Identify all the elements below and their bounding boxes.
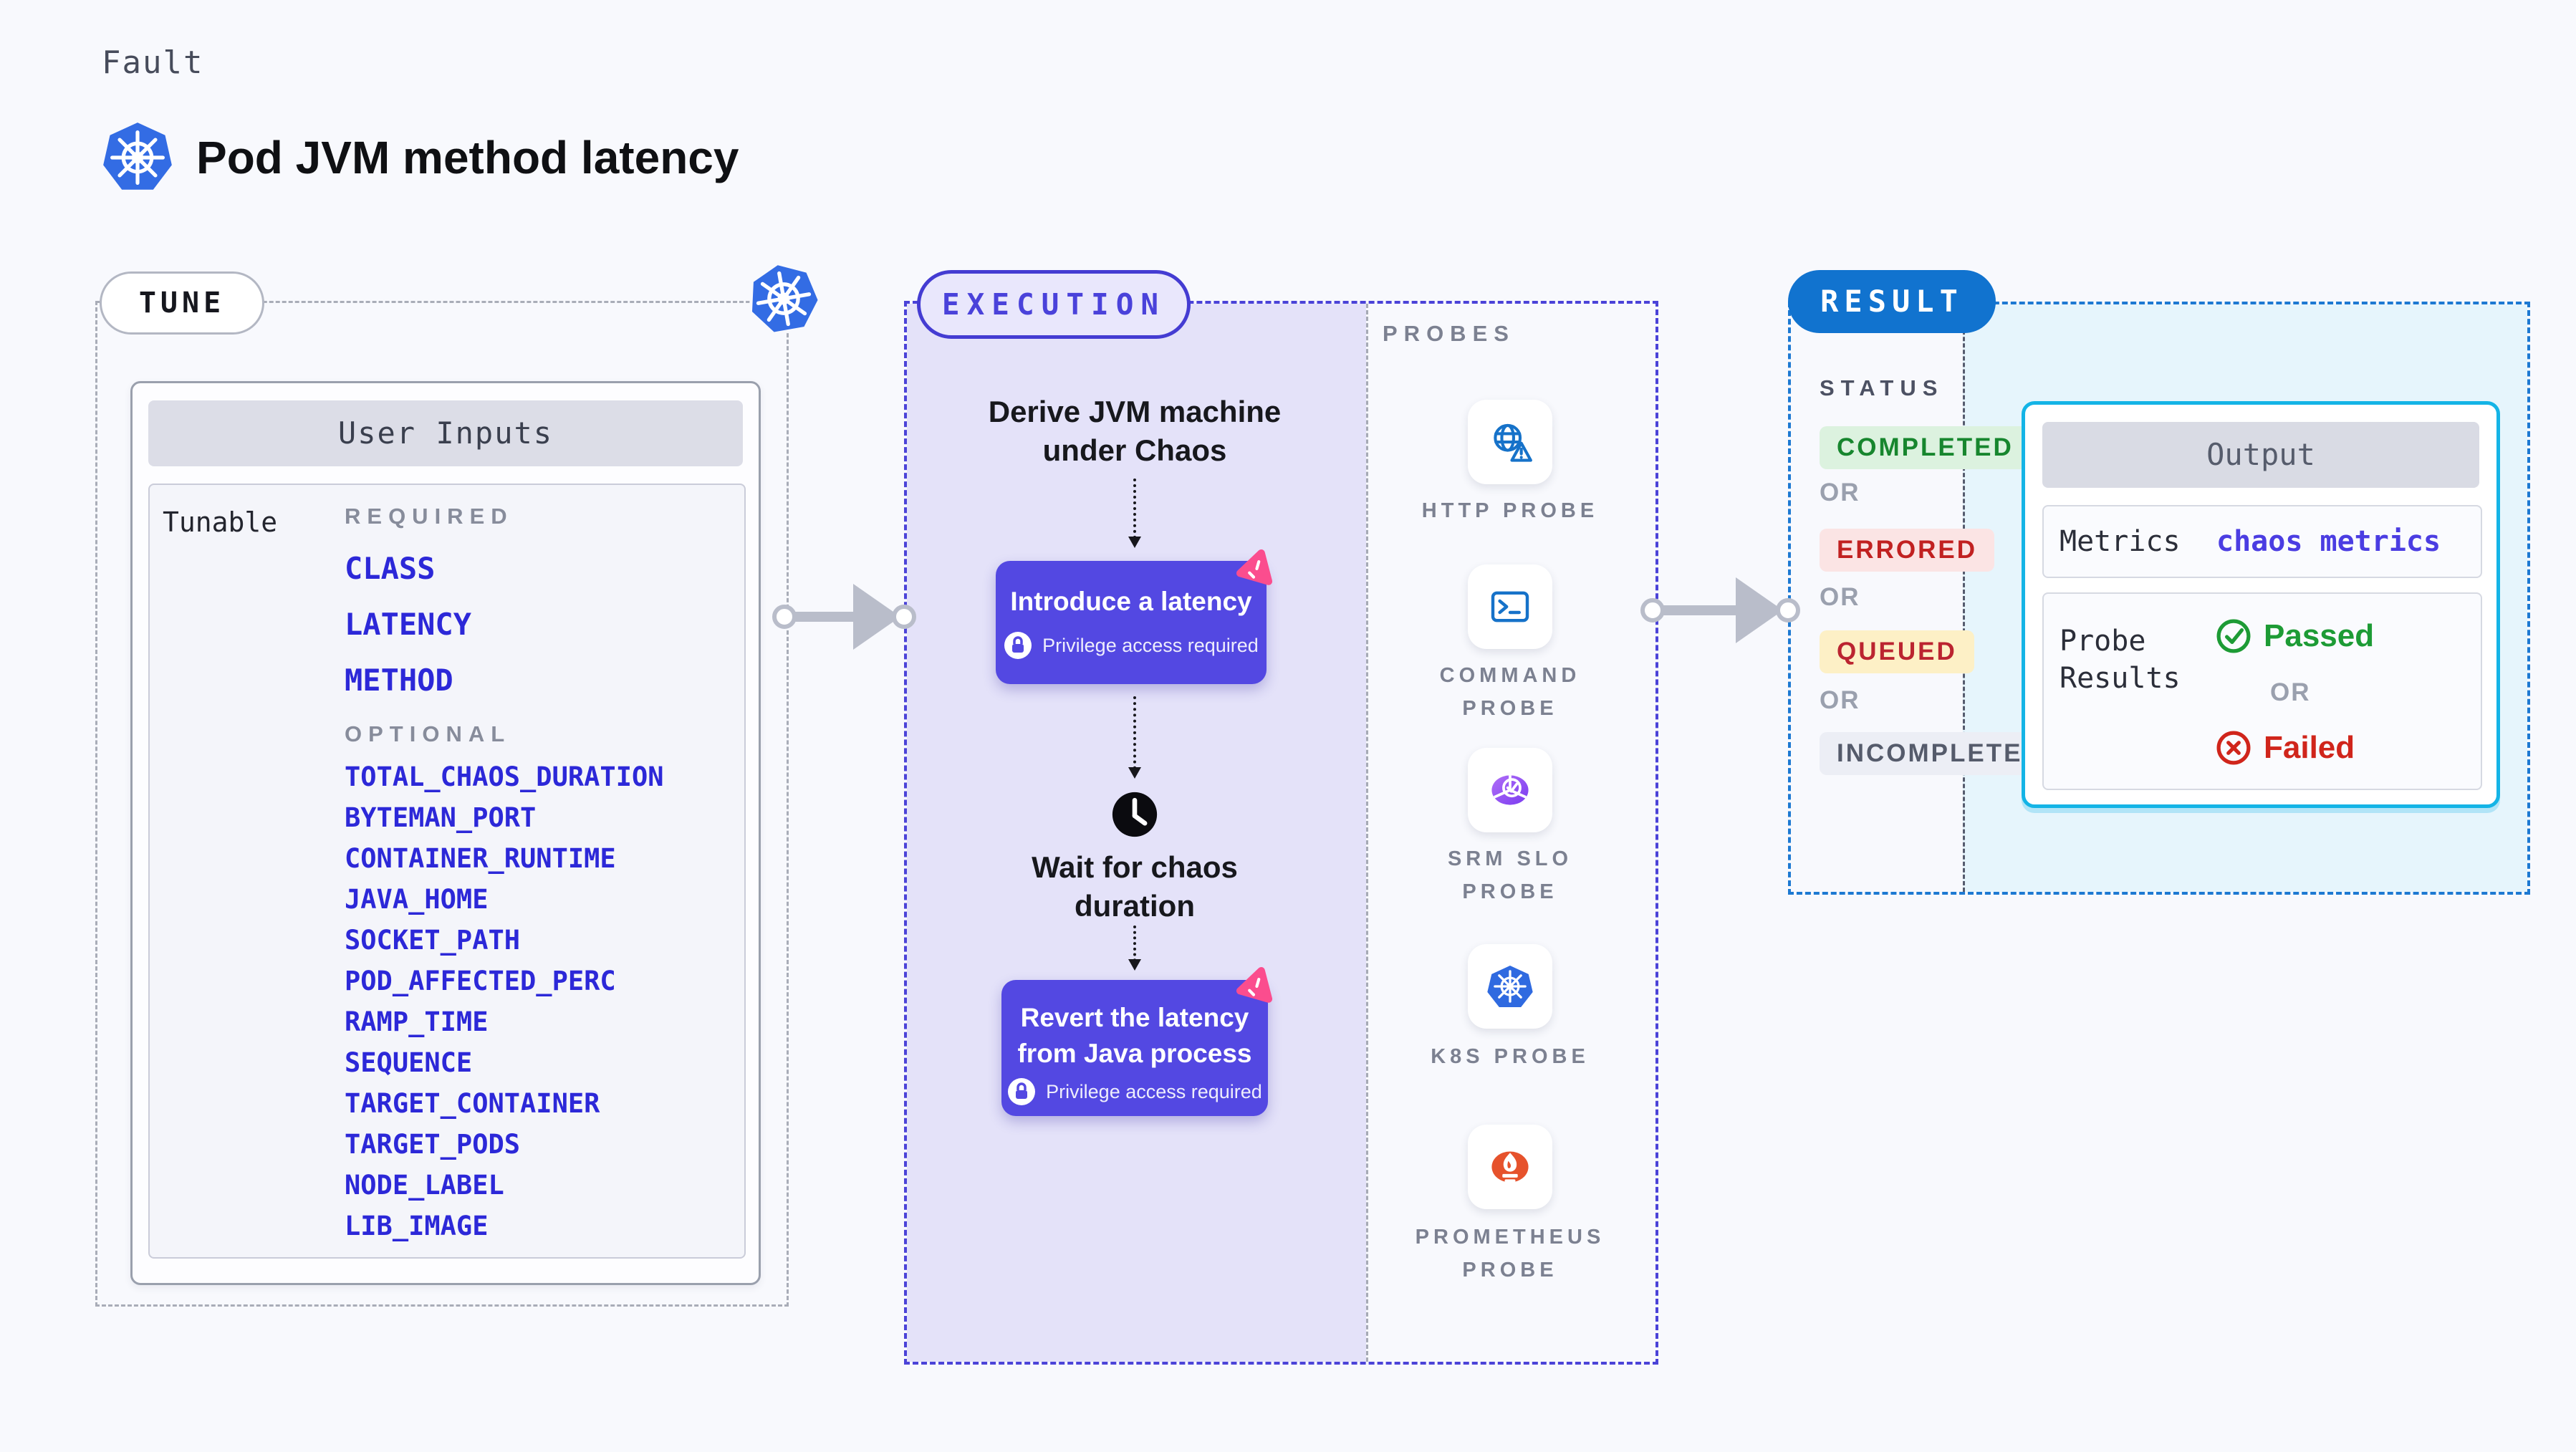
tunable-item: JAVA_HOME bbox=[345, 884, 489, 915]
output-title: Output bbox=[2042, 422, 2479, 488]
failed-label: Failed bbox=[2264, 730, 2355, 765]
flow-arrow-down bbox=[1128, 696, 1141, 779]
kubernetes-icon bbox=[749, 261, 822, 336]
tunable-item: POD_AFFECTED_PERC bbox=[345, 966, 616, 996]
x-circle-icon bbox=[2216, 731, 2251, 765]
output-card: Output Metrics chaos metrics Probe Resul… bbox=[2022, 401, 2500, 808]
probe-label: HTTP PROBE bbox=[1421, 499, 1599, 522]
tunable-item: LATENCY bbox=[345, 607, 472, 642]
status-badge: COMPLETED bbox=[1820, 426, 2031, 469]
status-badge: INCOMPLETED bbox=[1820, 732, 2060, 775]
chaos-spark-icon bbox=[1236, 966, 1273, 1003]
privilege-note-text: Privilege access required bbox=[1046, 1080, 1262, 1102]
wait-step-text: Wait for chaos duration bbox=[1032, 850, 1238, 923]
privilege-note: Privilege access required bbox=[996, 631, 1267, 660]
metrics-label: Metrics bbox=[2060, 525, 2181, 558]
tunable-row-label: Tunable bbox=[163, 506, 278, 538]
or-label: OR bbox=[2270, 678, 2311, 706]
user-inputs-title: User Inputs bbox=[148, 400, 743, 466]
status-badge: ERRORED bbox=[1820, 529, 1995, 572]
probe-card-prometheus bbox=[1468, 1125, 1552, 1209]
probe-passed-result: Passed bbox=[2216, 618, 2374, 654]
terminal-icon bbox=[1491, 591, 1529, 622]
tunable-item: CONTAINER_RUNTIME bbox=[345, 843, 616, 874]
tunable-item: SOCKET_PATH bbox=[345, 925, 521, 956]
probe-card-srm-slo bbox=[1468, 748, 1552, 832]
probe-label: PROMETHEUS PROBE bbox=[1415, 1226, 1605, 1282]
tunable-item: TOTAL_CHAOS_DURATION bbox=[345, 761, 664, 792]
probe-card-command bbox=[1468, 564, 1552, 649]
probe-card-http bbox=[1468, 400, 1552, 484]
privilege-note: Privilege access required bbox=[1001, 1077, 1268, 1106]
optional-tunables-list: TOTAL_CHAOS_DURATION BYTEMAN_PORT CONTAI… bbox=[345, 759, 664, 1249]
tunable-item: BYTEMAN_PORT bbox=[345, 802, 537, 833]
check-circle-icon bbox=[2216, 619, 2251, 653]
tunable-item: NODE_LABEL bbox=[345, 1170, 504, 1201]
introduce-latency-step: Introduce a latency Privilege access req… bbox=[996, 549, 1273, 684]
step-title: Introduce a latency bbox=[1010, 587, 1252, 616]
page-title: Pod JVM method latency bbox=[196, 132, 739, 183]
optional-heading: OPTIONAL bbox=[345, 721, 511, 746]
slo-gauge-icon bbox=[1491, 775, 1529, 805]
tunable-item: METHOD bbox=[345, 663, 453, 698]
step-title: Revert the latency from Java process bbox=[1017, 1003, 1252, 1068]
execution-section-pill: EXECUTION bbox=[917, 270, 1191, 339]
probe-label: COMMAND PROBE bbox=[1439, 664, 1581, 720]
metrics-row: Metrics chaos metrics bbox=[2042, 505, 2482, 578]
probes-heading: PROBES bbox=[1383, 321, 1515, 346]
kubernetes-icon bbox=[1487, 965, 1533, 1008]
derive-jvm-step-text: Derive JVM machine under Chaos bbox=[988, 395, 1282, 467]
or-label: OR bbox=[1820, 686, 1860, 714]
required-tunables-list: CLASS LATENCY METHOD bbox=[345, 545, 471, 713]
required-heading: REQUIRED bbox=[345, 504, 514, 529]
probe-results-row: Probe Results Passed OR Failed bbox=[2042, 592, 2482, 790]
result-section-pill: RESULT bbox=[1788, 270, 1996, 333]
status-heading: STATUS bbox=[1820, 375, 1944, 400]
probe-card-k8s bbox=[1468, 944, 1552, 1029]
tunable-item: TARGET_PODS bbox=[345, 1129, 521, 1160]
or-label: OR bbox=[1820, 583, 1860, 611]
or-label: OR bbox=[1820, 479, 1860, 506]
tunable-item: TARGET_CONTAINER bbox=[345, 1088, 600, 1119]
status-badge: QUEUED bbox=[1820, 630, 1974, 673]
tune-section-box bbox=[95, 301, 789, 1307]
tunable-item: LIB_IMAGE bbox=[345, 1211, 489, 1241]
probe-results-label: Probe Results bbox=[2060, 625, 2181, 695]
probes-area bbox=[1366, 304, 1655, 1362]
revert-latency-step: Revert the latency from Java process Pri… bbox=[1001, 966, 1273, 1116]
tunable-item: SEQUENCE bbox=[345, 1047, 473, 1078]
tunable-item: CLASS bbox=[345, 551, 436, 586]
tunables-panel: Tunable REQUIRED CLASS LATENCY METHOD OP… bbox=[148, 484, 746, 1259]
globe-alert-icon bbox=[1494, 423, 1532, 462]
chaos-spark-icon bbox=[1236, 549, 1273, 585]
lock-icon bbox=[1008, 1078, 1036, 1105]
flow-arrow-down bbox=[1128, 925, 1141, 971]
chaos-metrics-link[interactable]: chaos metrics bbox=[2216, 525, 2441, 558]
prometheus-icon bbox=[1491, 1151, 1529, 1183]
probe-label: SRM SLO PROBE bbox=[1447, 847, 1573, 903]
flow-arrow-down bbox=[1128, 479, 1141, 548]
fault-kicker: Fault bbox=[102, 44, 204, 81]
passed-label: Passed bbox=[2264, 618, 2375, 653]
probe-failed-result: Failed bbox=[2216, 730, 2355, 766]
clock-icon bbox=[1112, 792, 1158, 837]
probe-label: K8S PROBE bbox=[1431, 1045, 1590, 1068]
kubernetes-icon bbox=[103, 122, 172, 190]
lock-icon bbox=[1004, 632, 1032, 659]
tunable-item: RAMP_TIME bbox=[345, 1006, 489, 1037]
privilege-note-text: Privilege access required bbox=[1042, 634, 1259, 656]
tune-section-pill: TUNE bbox=[100, 271, 264, 335]
user-inputs-card: User Inputs Tunable REQUIRED CLASS LATEN… bbox=[130, 381, 761, 1285]
